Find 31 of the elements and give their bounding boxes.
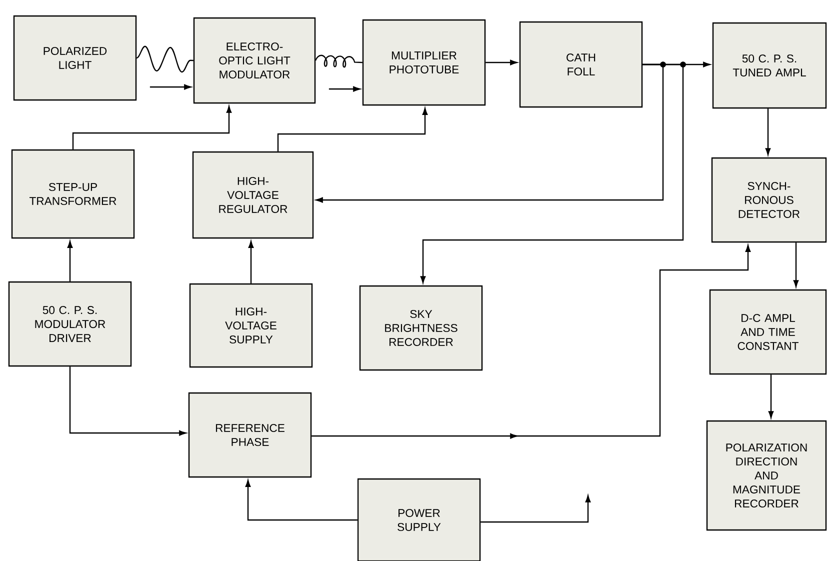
arrow [316, 64, 664, 203]
arrow [768, 374, 774, 418]
block-box: 50 C. P. S. MODULATOR DRIVER [8, 281, 132, 367]
block-box: HIGH- VOLTAGE SUPPLY [189, 283, 313, 368]
block-box: STEP-UP TRANSFORMER [11, 149, 135, 239]
block-box: MULTIPLIER PHOTOTUBE [362, 19, 486, 106]
block-box: D-C AMPL AND TIME CONSTANT [709, 289, 827, 375]
arrow [248, 240, 254, 284]
block-box: POLARIZATION DIRECTION AND MAGNITUDE RECORDER [706, 420, 827, 531]
arrow [486, 60, 518, 66]
arrow [312, 244, 751, 439]
block-box: SKY BRIGHTNESS RECORDER [359, 285, 483, 371]
block-box: POWER SUPPLY [357, 478, 481, 561]
arrow [72, 106, 232, 150]
arrow [245, 480, 358, 521]
arrow [277, 108, 428, 152]
arrow [793, 242, 799, 288]
block-box: SYNCH- RONOUS DETECTOR [711, 157, 827, 243]
arrow [480, 495, 591, 523]
arrow [69, 366, 186, 436]
block-box: HIGH- VOLTAGE REGULATOR [192, 151, 314, 239]
block-box: CATH FOLL [519, 21, 643, 108]
arrow [67, 240, 73, 282]
block-box: 50 C. P. S. TUNED AMPL [712, 22, 827, 109]
arrow [150, 84, 192, 90]
block-box: REFERENCE PHASE [188, 392, 312, 478]
arrow [765, 108, 771, 156]
block-box: ELECTRO- OPTIC LIGHT MODULATOR [193, 17, 316, 104]
block-box: POLARIZED LIGHT [13, 15, 137, 101]
arrow [420, 64, 684, 284]
arrow [328, 86, 360, 92]
